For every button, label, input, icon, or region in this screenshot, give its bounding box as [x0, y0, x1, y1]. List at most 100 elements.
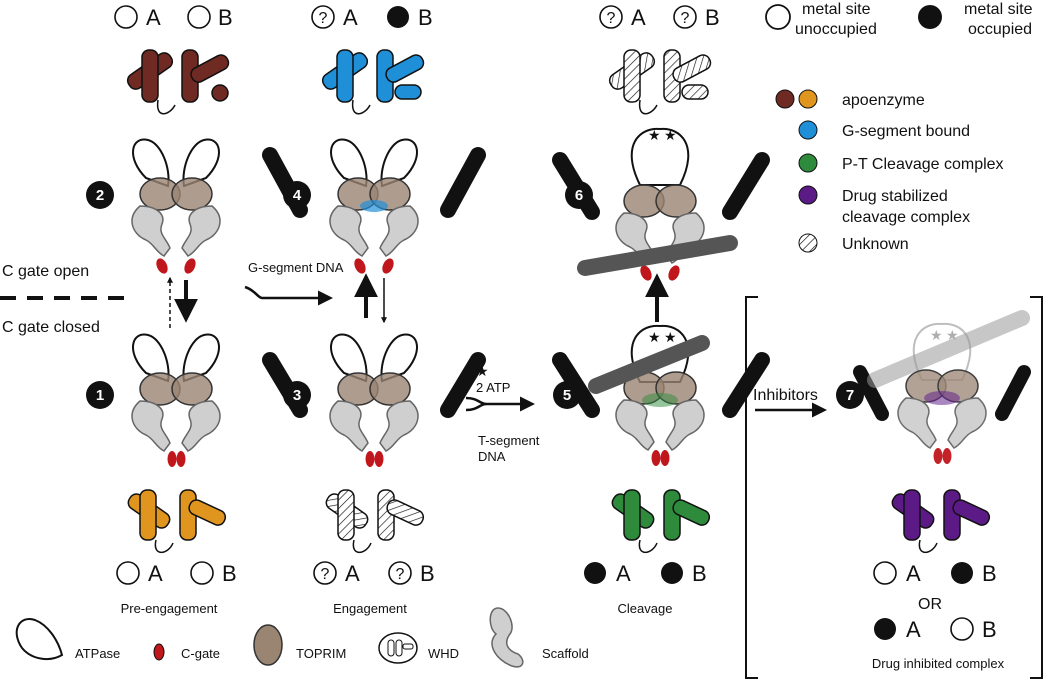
metal-site-row-6: ? A ? B [599, 5, 720, 30]
site-b-letter: B [418, 5, 433, 30]
site-b-unoccupied-icon [187, 5, 211, 29]
legend-occupied-line2: occupied [968, 21, 1032, 38]
site-b-unknown-mark: ? [681, 10, 690, 27]
whd-green [611, 489, 711, 554]
whd-unknown-state-3 [325, 489, 425, 554]
site-b-letter: B [692, 561, 707, 586]
whd-purple [891, 489, 991, 554]
step-4-number: 4 [293, 187, 302, 204]
step-7-number: 7 [846, 387, 854, 404]
apoenzyme-orange-swatch [798, 89, 818, 109]
svg-text:★: ★ [648, 127, 661, 143]
whd-blue [321, 49, 425, 115]
site-a-letter: A [345, 561, 360, 586]
site-b-unoccupied-icon [950, 617, 974, 641]
star-icon: ★ [476, 363, 489, 379]
legend-pt-cleavage: P-T Cleavage complex [842, 156, 1004, 173]
site-a-occupied-icon [874, 618, 896, 640]
site-b-letter: B [705, 5, 720, 30]
step-5-number: 5 [563, 387, 571, 404]
site-b-letter: B [420, 561, 435, 586]
site-b-letter: B [222, 561, 237, 586]
step-4-badge [283, 181, 311, 209]
site-b-occupied-icon [661, 562, 683, 584]
inhibitors-label: Inhibitors [753, 387, 818, 404]
legend-toprim: TOPRIM [296, 646, 346, 661]
legend-cgate: C-gate [181, 646, 220, 661]
whd-orange [127, 489, 227, 554]
step-2-number: 2 [96, 187, 104, 204]
metal-site-row-3: ? A ? B [313, 561, 435, 586]
apoenzyme-dark-swatch [775, 89, 795, 109]
metal-site-row-7b: A B [874, 617, 997, 642]
step-3-badge [283, 381, 311, 409]
legend-whd: WHD [428, 646, 459, 661]
c-gate-closed-label: C gate closed [2, 319, 100, 336]
whd-unknown-state-6 [608, 49, 712, 115]
legend-apoenzyme: apoenzyme [842, 92, 925, 109]
metal-site-row-1: A B [116, 561, 237, 586]
svg-text:★: ★ [930, 327, 943, 343]
legend-atpase: ATPase [75, 646, 120, 661]
t-segment-dna-faded [867, 310, 1030, 388]
step-2-badge [86, 181, 114, 209]
site-a-unknown-mark: ? [607, 10, 616, 27]
legend-scaffold: Scaffold [542, 646, 589, 661]
t-segment-label-line2: DNA [478, 449, 506, 464]
site-a-letter: A [906, 617, 921, 642]
unknown-hatch-swatch [798, 233, 818, 253]
t-segment-label-line1: T-segment [478, 433, 540, 448]
atp-arrow [465, 396, 535, 412]
site-b-unknown-icon [388, 561, 412, 585]
site-a-unknown-icon [313, 561, 337, 585]
caption-engagement: Engagement [333, 601, 407, 616]
legend-unknown: Unknown [842, 236, 909, 253]
metal-site-row-4: ? A B [311, 5, 433, 30]
site-a-unoccupied-icon [873, 561, 897, 585]
g-segment-arrow [244, 285, 333, 306]
site-a-unknown-icon [599, 5, 623, 29]
svg-text:★: ★ [664, 329, 677, 345]
site-a-unknown-mark: ? [319, 10, 328, 27]
site-a-unoccupied-icon [116, 561, 140, 585]
enzyme-state-4 [329, 138, 419, 276]
site-b-unoccupied-icon [190, 561, 214, 585]
site-a-letter: A [148, 561, 163, 586]
cgate-shape-icon [153, 643, 165, 661]
svg-text:★: ★ [648, 329, 661, 345]
site-b-letter: B [982, 561, 997, 586]
t-segment-dna-captured [588, 335, 710, 394]
enzyme-state-2 [131, 138, 221, 276]
step-7-badge [836, 381, 864, 409]
step-1-number: 1 [96, 387, 104, 404]
caption-cleavage: Cleavage [618, 601, 673, 616]
occupied-circle-icon [918, 5, 942, 29]
legend-occupied-line1: metal site [964, 1, 1033, 18]
enzyme-state-3 [329, 333, 419, 467]
step-1-badge [86, 381, 114, 409]
site-a-unknown-icon [311, 5, 335, 29]
site-a-letter: A [631, 5, 646, 30]
site-a-unoccupied-icon [114, 5, 138, 29]
step-6-number: 6 [575, 187, 583, 204]
t-segment-dna-released [577, 235, 738, 276]
g-segment-swatch [798, 120, 818, 140]
pt-cleavage-swatch [798, 153, 818, 173]
atp-label: 2 ATP [476, 380, 510, 395]
or-label: OR [918, 596, 942, 613]
site-a-unknown-mark: ? [321, 566, 330, 583]
bracket-left [745, 296, 758, 679]
legend-unoccupied-line2: unoccupied [795, 21, 877, 38]
legend-metal-site: metal site unoccupied metal site occupie… [765, 1, 1033, 38]
legend-colors: apoenzyme G-segment bound P-T Cleavage c… [775, 89, 1004, 253]
whd-dark-red [126, 49, 230, 115]
g-segment-dna-state-7 [853, 365, 1031, 421]
step-6-badge [565, 181, 593, 209]
c-gate-open-label: C gate open [2, 263, 89, 280]
caption-drug-inhibited: Drug inhibited complex [872, 656, 1005, 671]
enzyme-state-1 [131, 333, 221, 467]
caption-pre-engagement: Pre-engagement [121, 601, 218, 616]
site-b-unknown-icon [673, 5, 697, 29]
toprim-shape-icon [253, 624, 283, 666]
